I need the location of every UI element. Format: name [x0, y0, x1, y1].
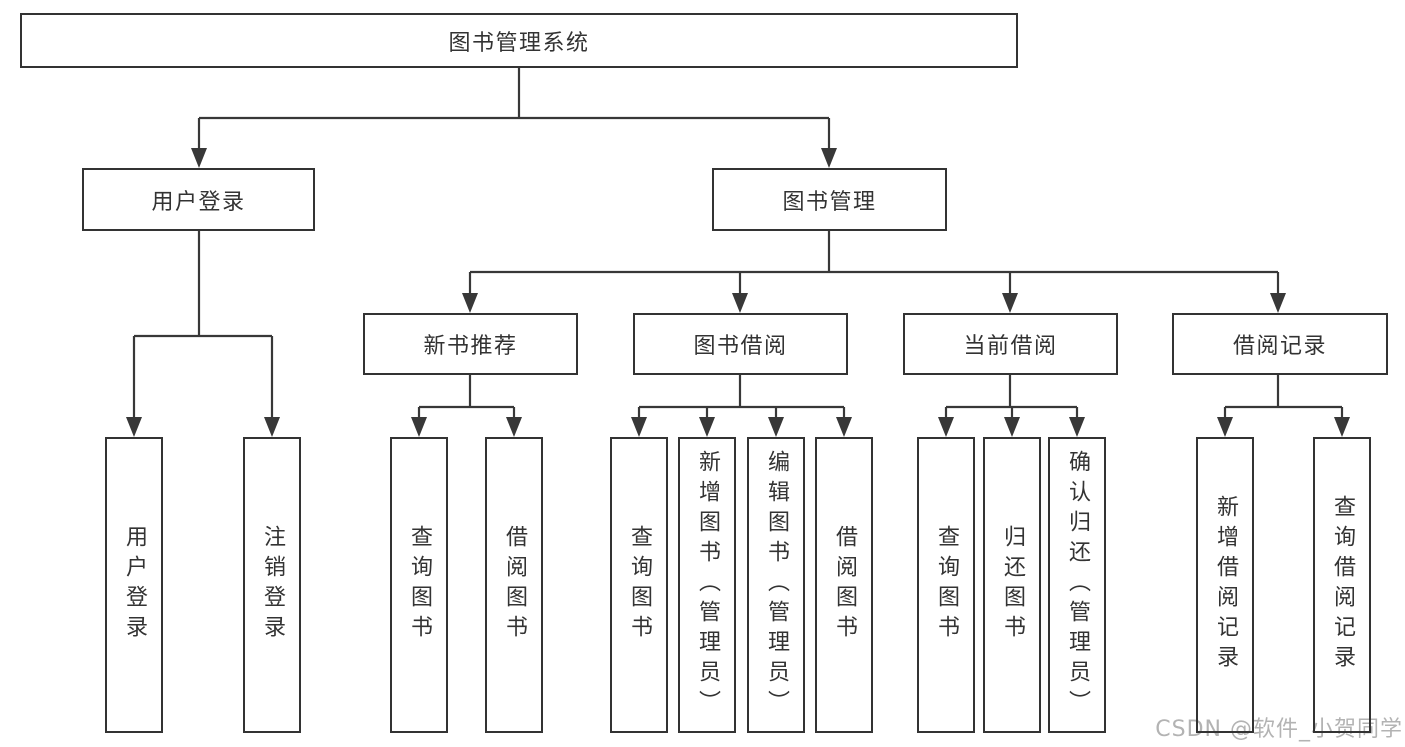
leaf-label: 注销登录: [260, 525, 285, 645]
leaf-label: 归还图书: [1000, 525, 1025, 645]
node-borrow-records: 借阅记录: [1172, 313, 1388, 375]
leaf-label: 查询借阅记录: [1330, 495, 1355, 675]
leaf-label: 查询图书: [407, 525, 432, 645]
leaf-logout: 注销登录: [243, 437, 301, 733]
node-current-borrow: 当前借阅: [903, 313, 1118, 375]
leaf-label: 借阅图书: [502, 525, 527, 645]
leaf-label: 新增借阅记录: [1213, 495, 1238, 675]
leaf-label: 查询图书: [934, 525, 959, 645]
leaf-query-book-recommend: 查询图书: [390, 437, 448, 733]
leaf-label: 用户登录: [122, 525, 147, 645]
leaf-label: 新增图书（管理员）: [695, 450, 720, 720]
leaf-return-book: 归还图书: [983, 437, 1041, 733]
leaf-label: 查询图书: [627, 525, 652, 645]
leaf-query-borrow-record: 查询借阅记录: [1313, 437, 1371, 733]
leaf-query-book-borrow: 查询图书: [610, 437, 668, 733]
node-user-login-group: 用户登录: [82, 168, 315, 231]
node-book-management: 图书管理: [712, 168, 947, 231]
leaf-borrow-book: 借阅图书: [815, 437, 873, 733]
leaf-user-login: 用户登录: [105, 437, 163, 733]
leaf-add-borrow-record: 新增借阅记录: [1196, 437, 1254, 733]
leaf-label: 借阅图书: [832, 525, 857, 645]
leaf-borrow-book-recommend: 借阅图书: [485, 437, 543, 733]
leaf-label: 确认归还（管理员）: [1065, 450, 1090, 720]
node-root: 图书管理系统: [20, 13, 1018, 68]
node-book-borrow: 图书借阅: [633, 313, 848, 375]
leaf-edit-book-admin: 编辑图书（管理员）: [747, 437, 805, 733]
node-new-book-recommend: 新书推荐: [363, 313, 578, 375]
leaf-query-book-current: 查询图书: [917, 437, 975, 733]
leaf-add-book-admin: 新增图书（管理员）: [678, 437, 736, 733]
leaf-label: 编辑图书（管理员）: [764, 450, 789, 720]
leaf-confirm-return-admin: 确认归还（管理员）: [1048, 437, 1106, 733]
